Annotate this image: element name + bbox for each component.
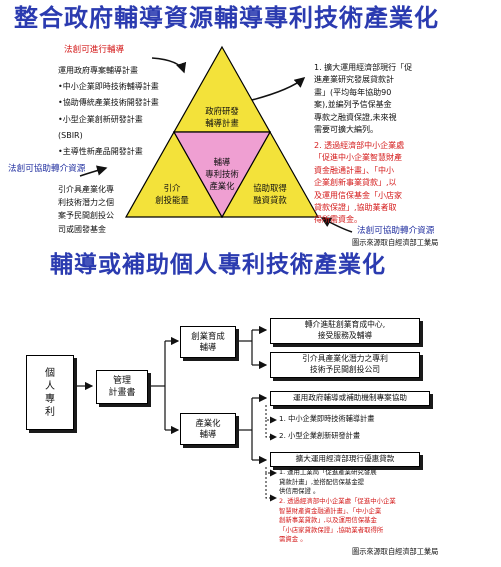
top-title: 整合政府輔導資源輔導專利技術產業化 bbox=[14, 4, 439, 32]
loan-item-1: 1. 運用工業局「促進產業研究發展貸款計畫」,並搭配信保基金提供信用保證 。 bbox=[279, 468, 377, 496]
venture-capital-referral-box: 引介具產業化潛力之專利技術予民間創投公司 bbox=[270, 352, 420, 378]
bottom-title: 輔導或補助個人專利技術產業化 bbox=[50, 252, 386, 278]
industrialization-box: 產業化輔導 bbox=[180, 413, 236, 445]
loan-text-1: 1. 擴大運用經濟部現行「促進產業研究發展貸款計畫」(平均每年協助90 案),並… bbox=[314, 63, 413, 135]
red-label-guidance: 法創可進行輔導 bbox=[64, 45, 125, 55]
personal-patent-box: 個人 專利 bbox=[26, 355, 74, 430]
triangle-left-label: 引介創投能量 bbox=[155, 183, 189, 205]
preferential-loan-box: 擴大運用經濟部現行優惠貸款 bbox=[270, 452, 420, 467]
gov-subsidy-box: 運用政府輔導或補助機制專案協助 bbox=[270, 391, 430, 406]
bottom-source-note: 圖示來源取自經濟部工業局 bbox=[352, 547, 439, 556]
arrow-to-right-list bbox=[251, 77, 306, 101]
blue-label-loan-referral: 法創可協助轉介資源 bbox=[357, 226, 435, 236]
triangle-top-label: 政府研發輔導計畫 bbox=[205, 106, 239, 128]
triangle-center-label: 輔導專利技術產業化 bbox=[205, 157, 239, 191]
blue-label-referral: 法創可協助轉介資源 bbox=[8, 164, 86, 174]
top-source-note: 圖示來源取自經濟部工業局 bbox=[352, 238, 439, 247]
arrow-to-left-list bbox=[79, 165, 108, 177]
triangle-center bbox=[172, 131, 272, 219]
subsidy-item-2: 2. 小型企業創新研發計畫 bbox=[279, 431, 361, 440]
triangle-right-label: 協助取得融資貸款 bbox=[253, 183, 287, 205]
management-plan-box: 管理計畫書 bbox=[96, 370, 148, 404]
venture-referral-list: 引介具產業化專利技術潛力之個 案予民間創投公司或國發基金 bbox=[58, 185, 114, 234]
arrow-to-list bbox=[151, 57, 187, 74]
incubator-referral-box: 轉介進駐創業育成中心,接受服務及輔導 bbox=[270, 318, 420, 344]
gov-program-list: 運用政府專案輔導計畫•中小企業即時技術輔導計畫•協助傳統產業技術開發計畫 •小型… bbox=[58, 66, 159, 157]
loan-item-2: 2. 透過經濟部中小企業處「促進中小企業智慧財產資金融通計畫」、「中小企業創新事… bbox=[279, 497, 396, 544]
subsidy-item-1: 1. 中小企業即時技術輔導計畫 bbox=[279, 414, 375, 423]
loan-text-2: 2. 透過經濟部中小企業處「促進中小企業智慧財產資金融通計畫」、「中小 企業創新… bbox=[314, 141, 405, 225]
arrow-to-right-bottom bbox=[320, 217, 353, 233]
venture-incubation-box: 創業育成輔導 bbox=[180, 326, 236, 358]
